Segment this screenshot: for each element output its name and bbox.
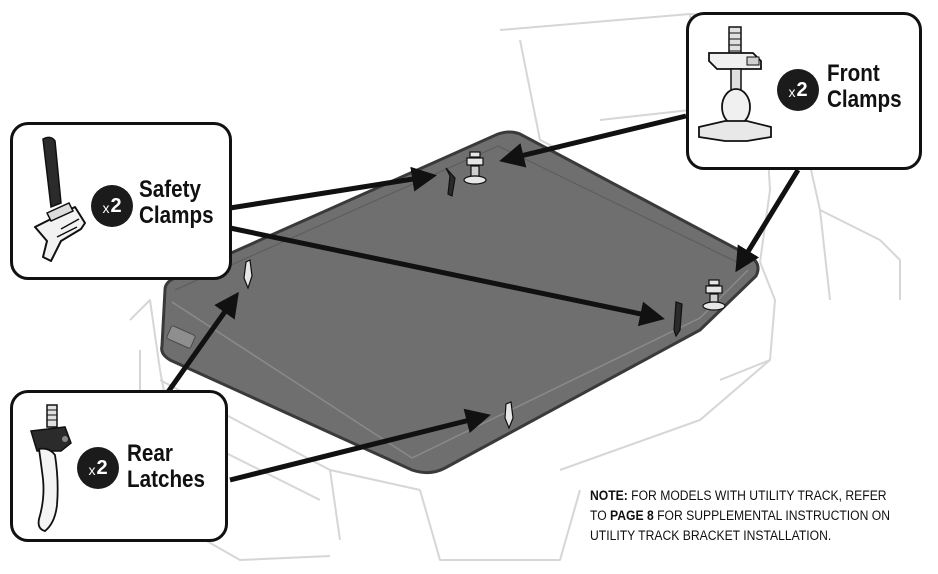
front-clamp-mark-left	[463, 151, 487, 185]
safety-clamp-icon	[34, 136, 86, 262]
utility-track-note: NOTE: FOR MODELS WITH UTILITY TRACK, REF…	[590, 486, 896, 546]
note-text-2: FOR SUPPLEMENTAL INSTRUCTION ON UTILITY …	[590, 508, 890, 543]
front-clamps-label: Front Clamps	[827, 60, 902, 113]
arrow-front-to-right	[735, 168, 801, 273]
safety-clamps-label: Safety Clamps	[139, 176, 214, 229]
arrow-safety-to-right	[229, 225, 665, 327]
pointer-arrows	[165, 113, 801, 483]
arrow-front-to-left	[499, 113, 687, 168]
note-page-ref: PAGE 8	[610, 508, 654, 523]
note-text-1: FOR MODELS WITH UTILITY TRACK, REFER TO	[590, 488, 887, 523]
note-lead: NOTE:	[590, 488, 628, 503]
arrow-rear-to-left	[165, 291, 239, 394]
hardware-marks	[243, 151, 726, 430]
rear-latches-label: Rear Latches	[127, 440, 206, 493]
safety-clamp-mark-left	[445, 167, 456, 197]
rear-latch-icon	[30, 404, 72, 532]
front-clamp-icon	[698, 26, 772, 142]
arrow-safety-to-left	[229, 166, 437, 211]
arrow-rear-to-right	[229, 408, 491, 483]
safety-clamp-mark-right	[673, 301, 683, 338]
rear-latch-mark-right	[504, 401, 514, 430]
front-clamp-mark-right	[702, 279, 726, 311]
rear-latch-mark-left	[243, 259, 253, 290]
